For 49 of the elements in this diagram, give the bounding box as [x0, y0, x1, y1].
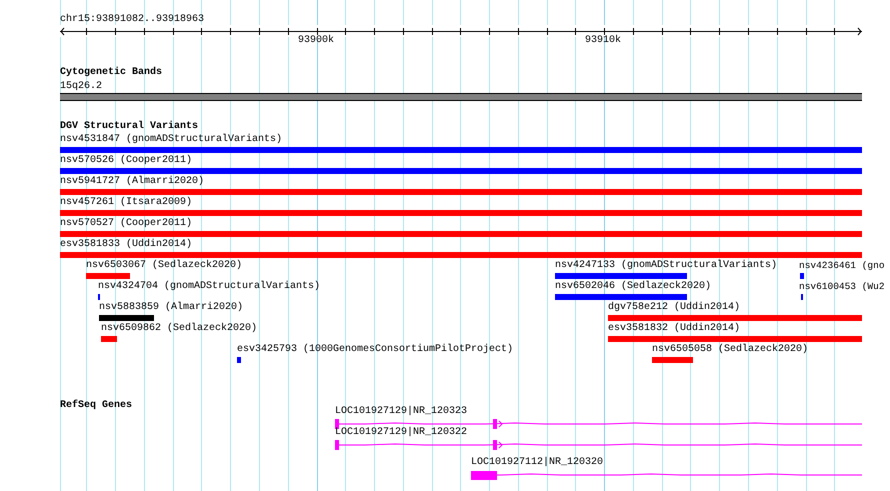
gene-label: LOC101927112|NR_120320	[471, 457, 604, 469]
track-title: RefSeq Genes	[60, 400, 132, 412]
tick-label: 93900k	[298, 35, 334, 47]
variant-label: esv3425793 (1000GenomesConsortiumPilotProject)	[237, 344, 514, 356]
track-feature	[98, 281, 320, 300]
gene-track-feature	[471, 457, 862, 481]
variant-label: nsv4236461 (gno	[799, 260, 885, 272]
track-feature	[60, 155, 862, 174]
variant-label: nsv6502046 (Sedlazeck2020)	[555, 281, 712, 293]
track-feature	[237, 344, 514, 363]
variant-label: nsv4247133 (gnomADStructuralVariants)	[555, 260, 778, 272]
track-feature	[608, 323, 862, 342]
track-feature	[60, 81, 862, 101]
band-label: 15q26.2	[60, 81, 102, 93]
gene-label: LOC101927129|NR_120322	[335, 427, 468, 439]
track-feature	[555, 260, 778, 279]
variant-label: dgv758e212 (Uddin2014)	[608, 302, 740, 314]
variant-label: esv3581832 (Uddin2014)	[608, 323, 740, 335]
variant-label: nsv6505058 (Sedlazeck2020)	[652, 344, 808, 356]
track-feature	[86, 260, 242, 279]
variant-label: nsv570526 (Cooper2011)	[60, 155, 192, 167]
track-feature	[799, 281, 885, 300]
variant-label: nsv6503067 (Sedlazeck2020)	[86, 260, 242, 272]
track-feature	[101, 323, 258, 342]
variant-label: nsv5883859 (Almarri2020)	[99, 302, 244, 314]
track-feature	[652, 344, 808, 363]
track-feature	[60, 134, 862, 153]
track-feature	[799, 260, 885, 279]
track-feature	[555, 281, 712, 300]
track-feature	[60, 239, 862, 258]
track-feature	[99, 302, 244, 321]
track-title: DGV Structural Variants	[60, 121, 198, 133]
gene-label: LOC101927129|NR_120323	[335, 406, 468, 418]
variant-label: nsv4531847 (gnomADStructuralVariants)	[60, 134, 282, 146]
variant-label: nsv457261 (Itsara2009)	[60, 197, 192, 209]
variant-label: nsv6509862 (Sedlazeck2020)	[101, 323, 258, 335]
track-feature	[60, 176, 862, 195]
tick-label: 93910k	[585, 35, 621, 47]
track-feature	[608, 302, 862, 321]
gene-track-feature	[335, 427, 862, 451]
variant-label: nsv4324704 (gnomADStructuralVariants)	[98, 281, 320, 293]
variant-label: nsv5941727 (Almarri2020)	[60, 176, 204, 188]
variant-label: nsv570527 (Cooper2011)	[60, 218, 192, 230]
variant-label: esv3581833 (Uddin2014)	[60, 239, 192, 251]
variant-label: nsv6100453 (Wu2	[799, 281, 885, 293]
track-title: Cytogenetic Bands	[60, 67, 162, 79]
track-feature	[60, 218, 862, 237]
ruler-range-label: chr15:93891082..93918963	[60, 14, 204, 26]
track-feature	[60, 197, 862, 216]
